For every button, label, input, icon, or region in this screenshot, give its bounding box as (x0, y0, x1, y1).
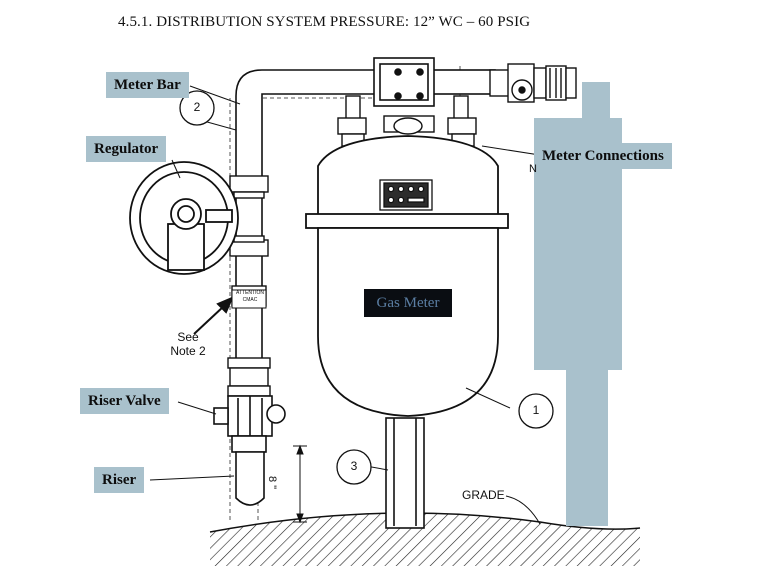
ground-hatch (209, 512, 641, 566)
callout-regulator: Regulator (86, 136, 167, 162)
dimension-line (293, 444, 307, 524)
outlet-valve-drawing (489, 63, 577, 103)
callout-riser-valve: Riser Valve (80, 388, 169, 414)
tag-cmac-line: CMAC (242, 297, 258, 303)
tag-attention-line: ATTENTION (236, 290, 264, 296)
meter-dial-icon (379, 179, 433, 211)
riser-valve-icon (213, 395, 286, 437)
see-note-line1: See (177, 330, 199, 344)
meter-support-leg (385, 417, 425, 529)
partial-label-n: N (529, 163, 537, 175)
callout-meter-connections: Meter Connections (534, 143, 672, 169)
riser-pipe (231, 435, 267, 506)
gas-meter-label: Gas Meter (364, 289, 452, 317)
marker-1: 1 (532, 403, 540, 417)
marker-2: 2 (193, 100, 201, 114)
grade-label: GRADE (462, 488, 505, 502)
meter-connections-drawing (337, 95, 477, 147)
regulator-icon (129, 161, 239, 275)
see-note-arrow (193, 296, 234, 335)
callout-riser: Riser (94, 467, 145, 493)
attention-tag-text: ATTENTION CMAC (233, 290, 267, 304)
callout-meter-bar: Meter Bar (106, 72, 189, 98)
gas-meter-body (305, 135, 509, 417)
see-note-line2: Note 2 (170, 344, 206, 358)
see-note: See Note 2 (168, 330, 208, 358)
meter-bar-pipe (235, 57, 496, 361)
marker-3: 3 (350, 459, 358, 473)
marker-circles (179, 90, 554, 485)
dimension-label: 8 " (266, 476, 278, 490)
page-heading: 4.5.1. DISTRIBUTION SYSTEM PRESSURE: 12”… (118, 14, 531, 30)
attention-tag (231, 289, 267, 309)
